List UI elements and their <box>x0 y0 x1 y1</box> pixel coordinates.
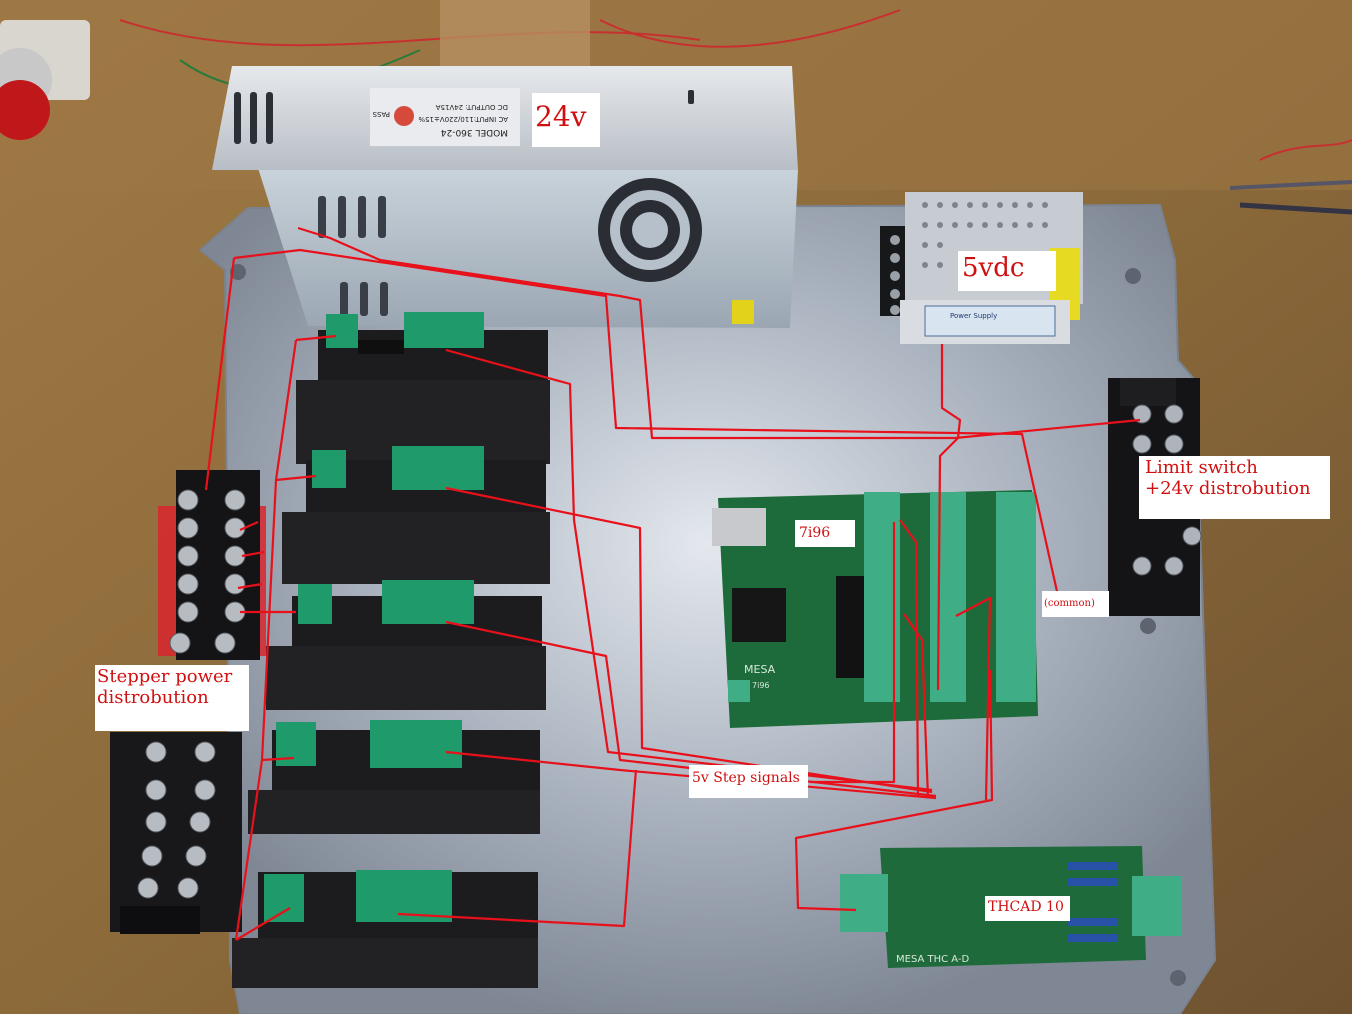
label-stepper-power: Stepper power distrobution <box>95 665 249 731</box>
mesa-7i96-board: MESA 7i96 <box>712 490 1038 728</box>
psu-label: MODEL 360-24 AC INPUT:110/220V±15% DC OU… <box>370 88 520 146</box>
label-24v: 24v <box>532 93 600 147</box>
psu-5v: Power Supply <box>880 192 1083 344</box>
label-5vdc: 5vdc <box>958 251 1056 291</box>
psu-24v: MODEL 360-24 AC INPUT:110/220V±15% DC OU… <box>212 66 798 328</box>
psu-output-text: DC OUTPUT: 24V15A <box>436 103 508 111</box>
psu-input-text: AC INPUT:110/220V±15% <box>418 115 508 123</box>
small-psu-text: Power Supply <box>950 312 997 320</box>
label-step-signals: 5v Step signals <box>689 765 808 798</box>
emergency-stop <box>0 20 90 140</box>
stepper-driver-2 <box>282 446 550 584</box>
label-7i96: 7i96 <box>795 520 855 547</box>
breadboard <box>440 0 590 70</box>
mounting-holes <box>230 264 1186 986</box>
stepper-driver-5 <box>232 870 538 988</box>
stepper-driver-4 <box>248 720 540 834</box>
mesa-logo-text: MESA <box>744 663 776 676</box>
red-wire-overlay <box>204 226 1141 941</box>
psu-model-text: MODEL 360-24 <box>441 127 508 137</box>
stepper-terminal-block <box>110 470 266 934</box>
thc-board-silk: MESA THC A-D <box>896 954 970 965</box>
stepper-driver-3 <box>266 580 546 710</box>
label-limit-switch: Limit switch +24v distrobution <box>1139 456 1330 519</box>
mesa-7i96-silk: 7i96 <box>752 681 770 690</box>
background-wires <box>119 9 1352 215</box>
label-thcad: THCAD 10 <box>985 896 1070 921</box>
psu-fan-grille <box>598 178 702 282</box>
psu-pass-text: PASS <box>372 110 390 118</box>
stepper-driver-1 <box>296 312 550 464</box>
label-common: (common) <box>1042 591 1109 617</box>
